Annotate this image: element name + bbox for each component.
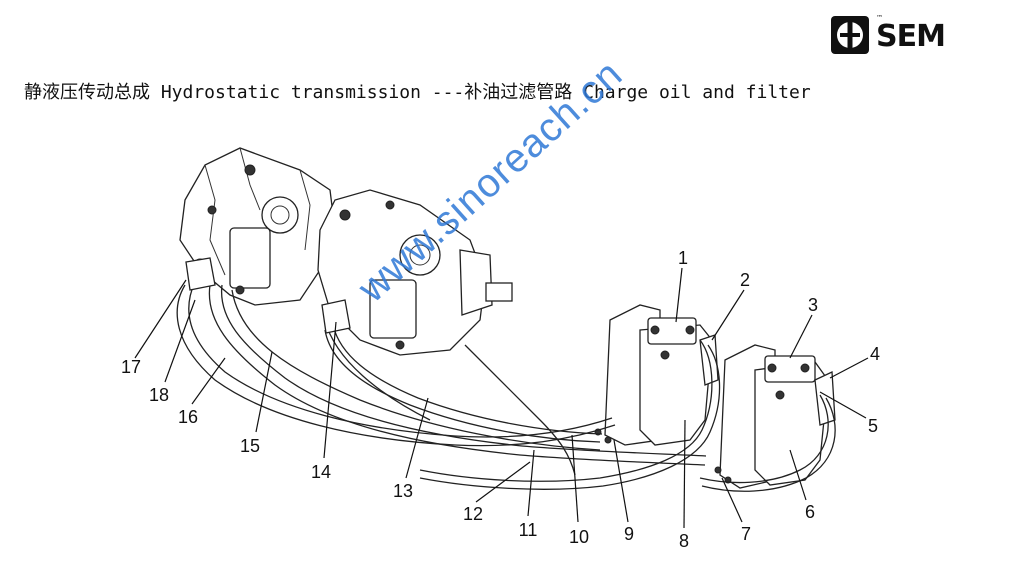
callout-17: 17 [121, 357, 141, 377]
callout-18: 18 [149, 385, 169, 405]
callout-16: 16 [178, 407, 198, 427]
callout-5: 5 [868, 416, 878, 436]
pump-assembly-right [317, 189, 513, 356]
callout-12: 12 [463, 504, 483, 524]
logo-trademark: ™ [876, 14, 883, 22]
callout-4: 4 [870, 344, 880, 364]
callout-1: 1 [678, 248, 688, 268]
callout-10: 10 [569, 527, 589, 547]
callout-7: 7 [741, 524, 751, 544]
sem-logo: SEM ™ [830, 14, 962, 62]
callout-14: 14 [311, 462, 331, 482]
callout-13: 13 [393, 481, 413, 501]
callout-6: 6 [805, 502, 815, 522]
hose-bundle [176, 257, 836, 492]
filter-assembly-1 [594, 304, 719, 446]
callout-8: 8 [679, 531, 689, 551]
page-title: 静液压传动总成 Hydrostatic transmission ---补油过滤… [24, 82, 811, 103]
callout-labels: 1 2 3 4 5 6 7 8 9 10 11 12 13 14 15 16 1… [121, 248, 880, 551]
callout-11: 11 [519, 520, 538, 540]
logo-wordmark: SEM [876, 19, 946, 54]
leader-lines [134, 267, 869, 529]
sem-logo-icon [831, 16, 869, 54]
callout-2: 2 [740, 270, 750, 290]
callout-15: 15 [240, 436, 260, 456]
filter-assembly-2 [714, 344, 836, 489]
callout-3: 3 [808, 295, 818, 315]
callout-9: 9 [624, 524, 634, 544]
